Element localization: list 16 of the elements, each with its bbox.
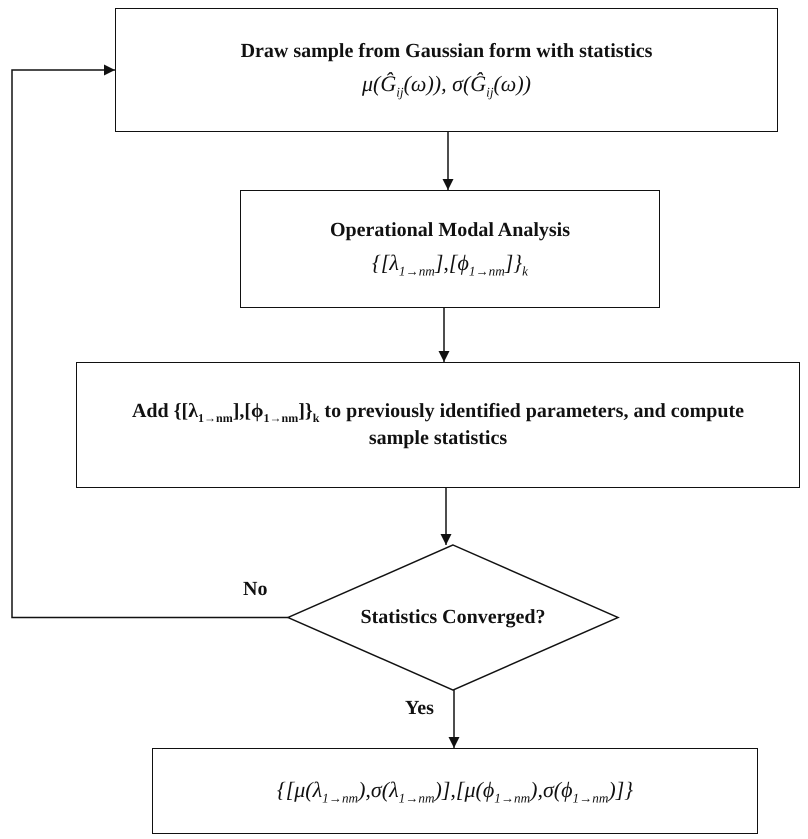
process-box bbox=[115, 8, 778, 132]
box-text: {[λ$_{1→nm}$],[ϕ$_{1→nm}$]}$_{k}$ bbox=[372, 249, 528, 280]
process-box bbox=[76, 362, 800, 488]
process-box bbox=[152, 748, 758, 834]
box-text: Add {[λ$_{1→nm}$],[ϕ$_{1→nm}$]}$_{k}$ to previously identified parameters, and compute sample statistics bbox=[130, 399, 746, 451]
box-heading: Operational Modal Analysis bbox=[330, 218, 570, 244]
arrow bbox=[11, 64, 288, 618]
box-text: {[μ(λ$_{1→nm}$),σ(λ$_{1→nm}$)],[μ(ϕ$_{1→nm}$),σ(ϕ$_{1→nm}$)]} bbox=[276, 776, 634, 806]
box-heading: Draw sample from Gaussian form with statistics bbox=[240, 39, 652, 64]
box-text: Statistics Converged? bbox=[360, 605, 546, 630]
arrow bbox=[440, 488, 452, 545]
arrow bbox=[438, 308, 450, 362]
arrow bbox=[442, 132, 454, 190]
process-box bbox=[240, 190, 660, 308]
arrow bbox=[448, 690, 460, 748]
box-text: μ(Ĝ$_{ij}$(ω)), σ(Ĝ$_{ij}$(ω)) bbox=[362, 70, 531, 101]
